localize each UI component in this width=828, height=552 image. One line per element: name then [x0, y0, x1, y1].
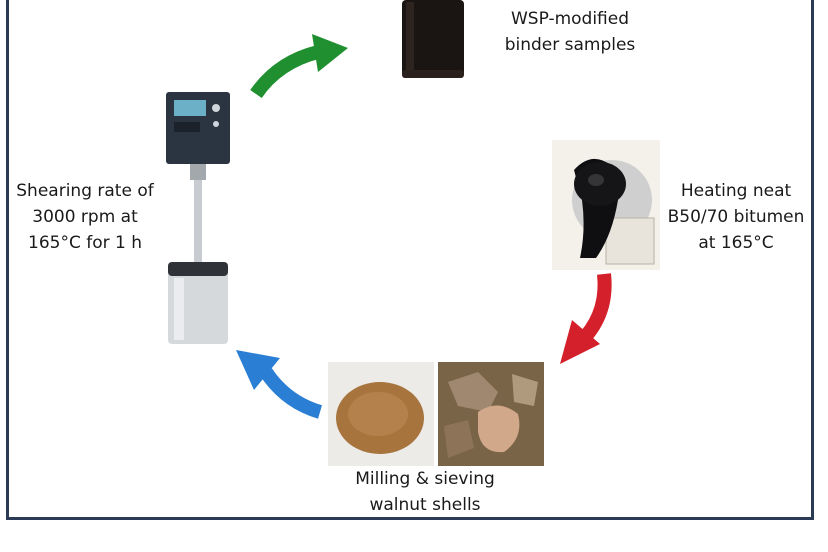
heating-can-image — [552, 140, 660, 270]
caption-line: walnut shells — [369, 495, 481, 515]
step-caption-shearing-rate: Shearing rate of 3000 rpm at 165°C for 1… — [10, 178, 160, 256]
caption-line: Milling & sieving — [355, 469, 495, 489]
caption-line: binder samples — [504, 35, 636, 55]
caption-line: Shearing rate of — [16, 181, 154, 201]
caption-line: Heating neat — [680, 181, 792, 201]
caption-line: B50/70 bitumen — [667, 207, 805, 227]
red-arrow-icon — [552, 270, 622, 370]
jar-of-binder-image — [398, 0, 468, 80]
caption-line: 165°C for 1 h — [28, 233, 142, 253]
caption-line: WSP-modified — [510, 9, 630, 29]
caption-line: at 165°C — [698, 233, 774, 253]
walnut-powder-and-shells-image — [328, 362, 544, 466]
shear-mixer-image — [162, 92, 236, 346]
green-arrow-icon — [248, 22, 358, 102]
blue-arrow-icon — [232, 336, 328, 420]
caption-line: 3000 rpm at — [32, 207, 138, 227]
step-caption-binder-samples: WSP-modified binder samples — [470, 6, 670, 58]
step-caption-heating-bitumen: Heating neat B50/70 bitumen at 165°C — [652, 178, 820, 256]
step-caption-milling-sieving: Milling & sieving walnut shells — [345, 466, 505, 518]
